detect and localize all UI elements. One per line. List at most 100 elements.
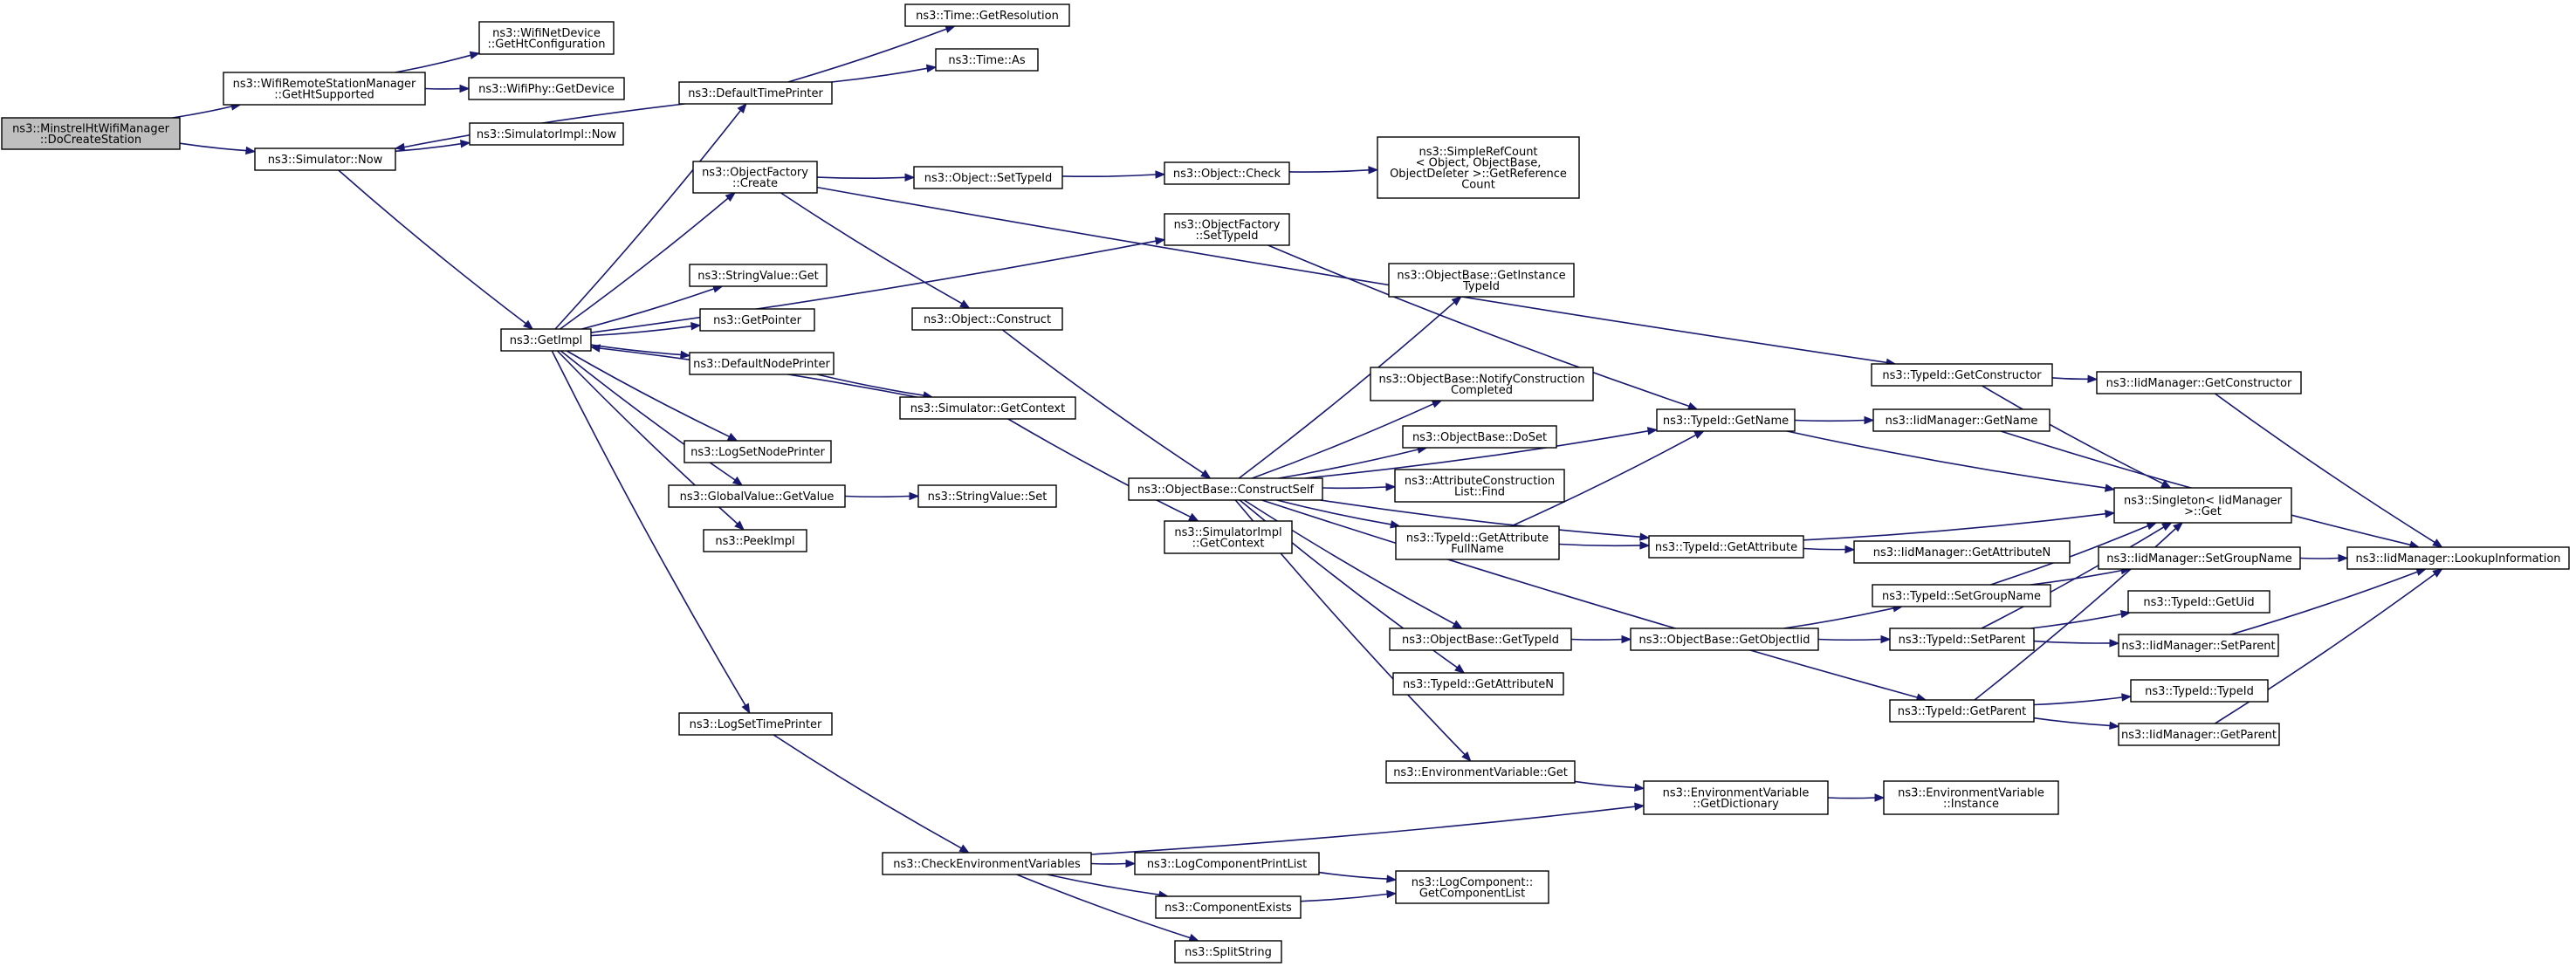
edge-default-time-printer-to-time-as <box>831 64 938 83</box>
node-label: ns3::SplitString <box>1185 946 1272 959</box>
arrowhead <box>1864 415 1875 425</box>
node-sim-getcontext[interactable]: ns3::Simulator::GetContext <box>899 396 1076 420</box>
node-typeid-getattribute[interactable]: ns3::TypeId::GetAttribute <box>1648 535 1804 559</box>
node-label: ns3::TypeId::GetAttribute <box>1406 532 1549 545</box>
node-envvar-instance[interactable]: ns3::EnvironmentVariable::Instance <box>1883 780 2059 815</box>
node-objbase-constructself[interactable]: ns3::ObjectBase::ConstructSelf <box>1128 477 1323 501</box>
node-typeid-setparent[interactable]: ns3::TypeId::SetParent <box>1889 628 2035 651</box>
node-defaultnodeprinter[interactable]: ns3::DefaultNodePrinter <box>689 352 835 375</box>
arrowhead <box>245 146 257 155</box>
node-box <box>1394 469 1565 503</box>
node-label: ::Create <box>732 177 778 190</box>
node-box <box>1164 520 1293 554</box>
node-root[interactable]: ns3::MinstrelHtWifiManager::DoCreateStat… <box>1 117 181 150</box>
edge-typeid-getattrfullname-to-typeid-getattribute <box>1558 541 1651 550</box>
node-label: ns3::IidManager::SetGroupName <box>2106 552 2292 566</box>
node-singleton-get[interactable]: ns3::Singleton< IidManager>::Get <box>2113 487 2292 524</box>
arrowhead <box>2105 510 2116 518</box>
edge-envvar-getdict-to-envvar-instance <box>1827 793 1886 802</box>
arrowhead <box>2087 374 2099 384</box>
node-default-time-printer[interactable]: ns3::DefaultTimePrinter <box>678 81 833 105</box>
node-typeid-typeid[interactable]: ns3::TypeId::TypeId <box>2130 679 2269 703</box>
node-typeid-getname[interactable]: ns3::TypeId::GetName <box>1656 408 1796 432</box>
node-checkenv[interactable]: ns3::CheckEnvironmentVariables <box>882 852 1092 875</box>
node-typeid-getparent[interactable]: ns3::TypeId::GetParent <box>1889 699 2035 723</box>
node-box <box>1889 699 2035 723</box>
node-objfactory-create[interactable]: ns3::ObjectFactory::Create <box>692 161 818 194</box>
node-iid-setgroupname[interactable]: ns3::IidManager::SetGroupName <box>2098 546 2301 570</box>
node-typeid-getuid[interactable]: ns3::TypeId::GetUid <box>2127 590 2270 614</box>
node-typeid-getattrn[interactable]: ns3::TypeId::GetAttributeN <box>1392 672 1564 696</box>
node-label: ns3::StringValue::Set <box>928 490 1048 504</box>
arrowhead <box>459 84 471 93</box>
node-iid-setparent[interactable]: ns3::IidManager::SetParent <box>2118 634 2279 657</box>
node-label: ns3::TypeId::GetUid <box>2143 596 2254 609</box>
node-box <box>1392 672 1564 696</box>
node-object-check[interactable]: ns3::Object::Check <box>1164 161 1290 185</box>
node-sim-now[interactable]: ns3::Simulator::Now <box>254 147 396 171</box>
node-iid-lookupinfo[interactable]: ns3::IidManager::LookupInformation <box>2346 546 2570 570</box>
edge-line <box>787 28 947 83</box>
node-stringvalue-get[interactable]: ns3::StringValue::Get <box>689 264 828 287</box>
node-object-construct[interactable]: ns3::Object::Construct <box>911 307 1063 331</box>
node-simplerefcount[interactable]: ns3::SimpleRefCount< Object, ObjectBase,… <box>1377 136 1580 199</box>
edge-typeid-setparent-to-iid-setparent <box>2033 639 2120 648</box>
node-envvar-get[interactable]: ns3::EnvironmentVariable::Get <box>1385 760 1576 784</box>
node-iid-getname[interactable]: ns3::IidManager::GetName <box>1872 408 2050 432</box>
node-phy-getdevice[interactable]: ns3::WifiPhy::GetDevice <box>468 77 625 100</box>
edge-line <box>1803 547 1846 551</box>
node-label: ns3::TypeId::TypeId <box>2145 685 2254 698</box>
node-objbase-getobjectiid[interactable]: ns3::ObjectBase::GetObjectIid <box>1630 628 1819 651</box>
node-simimpl-now[interactable]: ns3::SimulatorImpl::Now <box>469 122 624 146</box>
edge-logcompprintlist-to-logcomp-getlist <box>1318 871 1398 883</box>
node-label: ns3::ObjectBase::NotifyConstruction <box>1379 373 1585 386</box>
node-objfactory-settypeid[interactable]: ns3::ObjectFactory::SetTypeId <box>1164 213 1290 246</box>
node-splitstring[interactable]: ns3::SplitString <box>1174 940 1282 964</box>
node-object-settypeid[interactable]: ns3::Object::SetTypeId <box>913 166 1063 189</box>
node-logsetnodeprinter[interactable]: ns3::LogSetNodePrinter <box>683 440 832 463</box>
node-typeid-getconstructor[interactable]: ns3::TypeId::GetConstructor <box>1871 363 2053 387</box>
node-globalvalue-getvalue[interactable]: ns3::GlobalValue::GetValue <box>668 484 846 508</box>
node-label: ns3::SimpleRefCount <box>1419 146 1537 159</box>
node-getpointer[interactable]: ns3::GetPointer <box>699 308 815 332</box>
node-logcompprintlist[interactable]: ns3::LogComponentPrintList <box>1134 852 1320 875</box>
node-netdev-htconf[interactable]: ns3::WifiNetDevice::GetHtConfiguration <box>478 21 615 55</box>
node-label: TypeId <box>1462 280 1500 293</box>
node-objbase-notifyconstruction[interactable]: ns3::ObjectBase::NotifyConstructionCompl… <box>1370 367 1594 401</box>
node-envvar-getdict[interactable]: ns3::EnvironmentVariable::GetDictionary <box>1643 780 1829 815</box>
node-time-getres[interactable]: ns3::Time::GetResolution <box>904 3 1070 27</box>
node-logcomp-getlist[interactable]: ns3::LogComponent::GetComponentList <box>1395 870 1549 904</box>
node-iid-getparent[interactable]: ns3::IidManager::GetParent <box>2118 723 2280 746</box>
node-rsm-getht[interactable]: ns3::WifiRemoteStationManager::GetHtSupp… <box>223 72 426 106</box>
node-objbase-doset[interactable]: ns3::ObjectBase::DoSet <box>1402 425 1557 449</box>
node-label: < Object, ObjectBase, <box>1416 156 1542 169</box>
node-logsettimeprinter[interactable]: ns3::LogSetTimePrinter <box>678 712 833 736</box>
arrowhead <box>904 173 916 182</box>
node-label: ns3::IidManager::GetName <box>1886 415 2038 428</box>
node-iid-getattrn[interactable]: ns3::IidManager::GetAttributeN <box>1853 540 2071 564</box>
node-time-as[interactable]: ns3::Time::As <box>935 48 1039 72</box>
edge-line <box>1252 403 1434 479</box>
node-label: ns3::Time::As <box>948 54 1026 67</box>
node-label: ns3::CheckEnvironmentVariables <box>893 858 1081 871</box>
node-label: ns3::AttributeConstruction <box>1405 475 1555 488</box>
arrowhead <box>2146 522 2158 531</box>
node-iid-getconstructor[interactable]: ns3::IidManager::GetConstructor <box>2096 371 2302 394</box>
node-label: ns3::TypeId::SetParent <box>1899 634 2026 647</box>
node-typeid-setgroupname[interactable]: ns3::TypeId::SetGroupName <box>1872 584 2051 607</box>
node-stringvalue-set[interactable]: ns3::StringValue::Set <box>917 484 1057 508</box>
arrowhead <box>1155 170 1166 179</box>
node-getimpl[interactable]: ns3::GetImpl <box>500 328 592 352</box>
arrowhead <box>2104 484 2116 492</box>
node-simimpl-getcontext[interactable]: ns3::SimulatorImpl::GetContext <box>1164 520 1293 554</box>
edge-line <box>1318 871 1388 880</box>
node-componentexists[interactable]: ns3::ComponentExists <box>1155 895 1302 919</box>
node-peekimpl[interactable]: ns3::PeekImpl <box>703 529 807 552</box>
node-objbase-gettypeid[interactable]: ns3::ObjectBase::GetTypeId <box>1389 628 1572 651</box>
arrowhead <box>1634 783 1645 792</box>
node-box <box>1643 780 1829 815</box>
